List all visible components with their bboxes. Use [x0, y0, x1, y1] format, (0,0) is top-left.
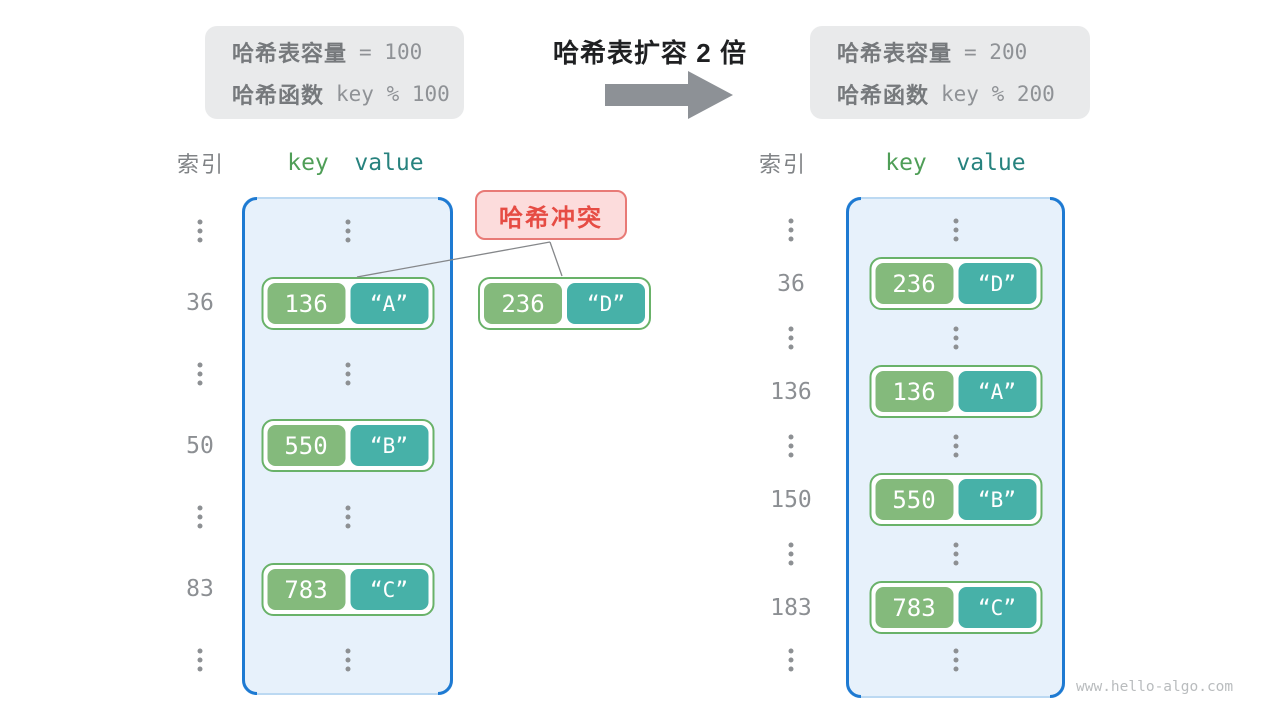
ellipsis-icon	[788, 434, 794, 458]
key-box: 783	[267, 569, 345, 610]
left-hash-function-line: 哈希函数 key % 100	[232, 73, 464, 115]
right-hash-function-line: 哈希函数 key % 200	[837, 73, 1090, 115]
kv-pair-550-B: 550 “B”	[869, 473, 1042, 526]
left-key-header: key	[287, 150, 329, 176]
index-label: 183	[770, 595, 812, 621]
left-index-header: 索引	[176, 152, 226, 177]
kv-pair-783-C: 783 “C”	[261, 563, 434, 616]
key-box: 783	[875, 587, 953, 628]
right-value-header: value	[956, 150, 1026, 176]
ellipsis-icon	[953, 542, 958, 566]
key-box: 550	[267, 425, 345, 466]
right-index-header: 索引	[758, 152, 808, 177]
key-box: 550	[875, 479, 953, 520]
ellipsis-icon	[197, 219, 203, 243]
ellipsis-icon	[953, 326, 958, 350]
hash-collision-badge: 哈希冲突	[475, 190, 627, 240]
hash-function-label: 哈希函数	[837, 82, 930, 108]
key-box: 236	[484, 283, 562, 324]
capacity-label: 哈希表容量	[837, 40, 953, 66]
key-box: 136	[875, 371, 953, 412]
value-box: “D”	[958, 263, 1036, 304]
ellipsis-icon	[345, 219, 350, 243]
value-box: “A”	[958, 371, 1036, 412]
key-box: 236	[875, 263, 953, 304]
key-box: 136	[267, 283, 345, 324]
kv-pair-783-C: 783 “C”	[869, 581, 1042, 634]
kv-pair-236-D-colliding: 236 “D”	[478, 277, 651, 330]
hash-function-label: 哈希函数	[232, 82, 325, 108]
value-box: “B”	[958, 479, 1036, 520]
index-label: 83	[186, 576, 214, 602]
index-label: 150	[770, 487, 812, 513]
left-bucket-array: 136 “A” 550 “B” 783 “C”	[242, 197, 453, 695]
hash-function-value: key % 200	[941, 81, 1055, 106]
kv-pair-136-A: 136 “A”	[869, 365, 1042, 418]
ellipsis-icon	[953, 218, 958, 242]
kv-pair-136-A: 136 “A”	[261, 277, 434, 330]
right-key-header: key	[885, 150, 927, 176]
expansion-title: 哈希表扩容 2 倍	[553, 38, 747, 68]
value-box: “C”	[958, 587, 1036, 628]
index-label: 50	[186, 433, 214, 459]
ellipsis-icon	[197, 648, 203, 672]
ellipsis-icon	[345, 648, 350, 672]
left-capacity-line: 哈希表容量 = 100	[232, 31, 464, 73]
left-value-header: value	[354, 150, 424, 176]
value-box: “A”	[350, 283, 428, 324]
ellipsis-icon	[788, 326, 794, 350]
ellipsis-icon	[953, 648, 958, 672]
ellipsis-icon	[197, 505, 203, 529]
ellipsis-icon	[788, 218, 794, 242]
index-label: 36	[186, 290, 214, 316]
right-arrow-icon	[605, 71, 733, 119]
ellipsis-icon	[197, 362, 203, 386]
value-box: “D”	[567, 283, 645, 324]
left-capacity-box: 哈希表容量 = 100 哈希函数 key % 100	[205, 26, 464, 119]
capacity-label: 哈希表容量	[232, 40, 348, 66]
value-box: “B”	[350, 425, 428, 466]
ellipsis-icon	[953, 434, 958, 458]
value-box: “C”	[350, 569, 428, 610]
capacity-value: = 200	[964, 39, 1028, 64]
ellipsis-icon	[788, 542, 794, 566]
right-capacity-box: 哈希表容量 = 200 哈希函数 key % 200	[810, 26, 1090, 119]
hash-function-value: key % 100	[336, 81, 450, 106]
index-label: 36	[777, 271, 805, 297]
kv-pair-550-B: 550 “B”	[261, 419, 434, 472]
right-bucket-array: 236 “D” 136 “A” 550 “B” 783 “C”	[846, 197, 1065, 698]
right-capacity-line: 哈希表容量 = 200	[837, 31, 1090, 73]
kv-pair-236-D: 236 “D”	[869, 257, 1042, 310]
ellipsis-icon	[788, 648, 794, 672]
ellipsis-icon	[345, 362, 350, 386]
watermark: www.hello-algo.com	[1076, 679, 1234, 695]
capacity-value: = 100	[359, 39, 423, 64]
ellipsis-icon	[345, 505, 350, 529]
index-label: 136	[770, 379, 812, 405]
